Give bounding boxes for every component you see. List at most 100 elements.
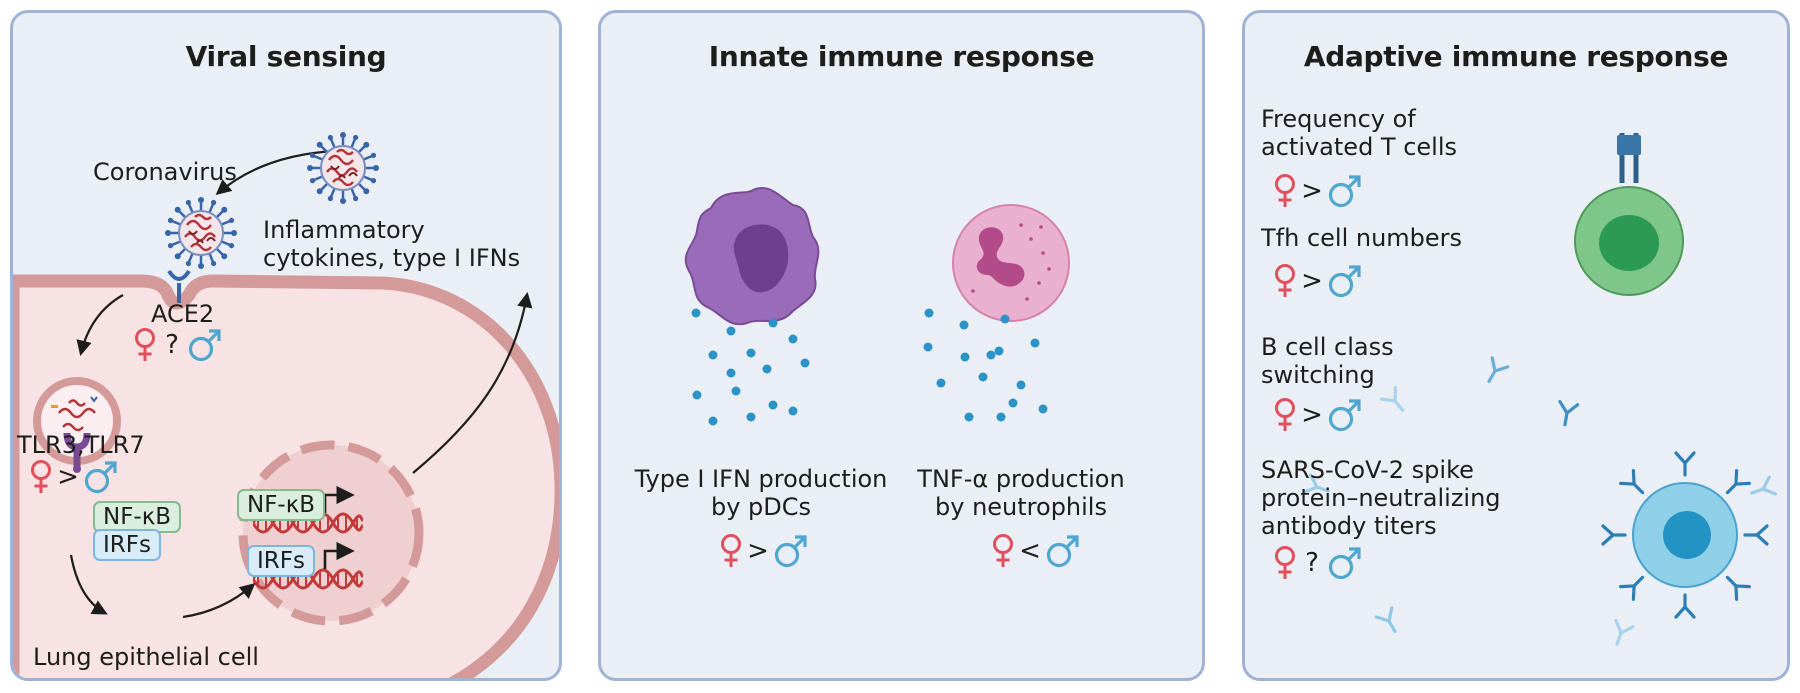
cell-label: Lung epithelial cell	[33, 643, 259, 671]
male-symbol-icon	[1327, 263, 1363, 299]
cytokine-dot	[788, 334, 798, 344]
cytokine-dot	[960, 352, 970, 362]
comparison-sign: ?	[165, 330, 179, 360]
antibody-icon	[1606, 618, 1635, 649]
antibody-icon	[1380, 385, 1412, 418]
nfkb-tag: NF-κB	[93, 501, 182, 533]
nucleus-irfs-tag: IRFs	[247, 545, 315, 577]
pdc-label-line2: by pDCs	[710, 493, 812, 521]
tfh-line1: Tfh cell numbers	[1261, 224, 1463, 252]
ace2-label: ACE2	[151, 300, 215, 328]
cytokine-dot	[936, 378, 946, 388]
cytokine-dot	[800, 358, 810, 368]
ifn-dots	[691, 308, 810, 426]
cytokine-dot	[978, 372, 988, 382]
male-symbol-icon	[773, 533, 809, 569]
cytokine-dot	[924, 308, 934, 318]
tlr-label: TLR3,TLR7	[17, 431, 145, 459]
male-symbol-icon	[1327, 545, 1363, 581]
male-symbol-icon	[187, 327, 223, 363]
female-symbol-icon	[719, 533, 743, 569]
viral-sensing-panel: Viral sensing Coronavirus Inflammatory c…	[10, 10, 562, 681]
cytokine-dot	[996, 412, 1006, 422]
cytokine-dot	[959, 320, 969, 330]
female-symbol-icon	[1273, 263, 1297, 299]
neutrophil-label-line2: by neutrophils	[935, 493, 1107, 521]
male-symbol-icon	[1045, 533, 1081, 569]
cytokine-dot	[731, 386, 741, 396]
cytokine-dot	[788, 406, 798, 416]
comparison-sign: >	[1301, 400, 1323, 430]
tfh-sex-comparison: >	[1273, 263, 1363, 299]
cytokine-dot	[1030, 338, 1040, 348]
neutrophil-icon	[952, 204, 1070, 322]
antibody-icon	[1554, 399, 1580, 428]
tnf-dots	[923, 308, 1048, 422]
comparison-sign: >	[57, 462, 79, 492]
antibody-icon	[1374, 606, 1405, 638]
t-cell-icon	[1574, 133, 1684, 296]
t-freq-sex-comparison: >	[1273, 173, 1363, 209]
viral-sensing-illustration	[13, 130, 559, 678]
comparison-sign: >	[1301, 266, 1323, 296]
male-symbol-icon	[1327, 397, 1363, 433]
male-symbol-icon	[83, 459, 119, 495]
adaptive-immune-panel: Adaptive immune response Frequency of ac…	[1242, 10, 1790, 681]
comparison-sign: ?	[1305, 548, 1319, 578]
panel-title: Innate immune response	[708, 40, 1095, 73]
spike-line2: protein–neutralizing	[1261, 484, 1501, 512]
cytokine-dot	[746, 412, 756, 422]
female-symbol-icon	[991, 533, 1015, 569]
antibody-icon	[1621, 471, 1649, 499]
female-symbol-icon	[1273, 397, 1297, 433]
cytokine-dot	[1000, 314, 1010, 324]
neutrophil-sex-comparison: <	[991, 533, 1081, 569]
neutrophil-label-line1: TNF-α production	[917, 465, 1125, 493]
coronavirus-icon	[305, 130, 381, 206]
antibody-icon	[1621, 571, 1649, 599]
endosome-icon	[33, 377, 121, 473]
coronavirus-label: Coronavirus	[93, 158, 237, 186]
panel-title: Viral sensing	[185, 40, 387, 73]
nucleus-nfkb-tag: NF-κB	[237, 489, 326, 521]
male-symbol-icon	[1327, 173, 1363, 209]
adaptive-illustration	[1302, 133, 1778, 649]
t-freq-line1: Frequency of	[1261, 105, 1416, 133]
cytokine-dot	[768, 318, 778, 328]
cytokine-dot	[726, 368, 736, 378]
cytokine-dot	[986, 350, 996, 360]
panel-title: Adaptive immune response	[1303, 40, 1729, 73]
cytokine-dot	[708, 350, 718, 360]
innate-immune-panel: Innate immune response Type I IFN produc…	[598, 10, 1205, 681]
cytokine-dot	[726, 326, 736, 336]
antibody-icon	[1674, 451, 1696, 477]
coronavirus-icon	[163, 195, 239, 271]
cytokine-dot	[1008, 398, 1018, 408]
t-freq-line2: activated T cells	[1261, 133, 1458, 161]
spike-line1: SARS-CoV-2 spike	[1261, 456, 1474, 484]
antibody-icon	[1721, 571, 1749, 599]
antibody-icon	[1674, 593, 1696, 619]
cytokine-dot	[691, 308, 701, 318]
b-cell-icon	[1601, 451, 1769, 619]
comparison-sign: <	[1019, 536, 1041, 566]
ace2-receptor-icon	[167, 269, 191, 303]
innate-illustration	[684, 186, 1070, 426]
cytokines-label-line2: cytokines, type I IFNs	[263, 244, 521, 272]
bcell-line2: switching	[1261, 361, 1375, 389]
cytokine-dot	[994, 346, 1004, 356]
cytokine-dot	[768, 400, 778, 410]
cytokine-dot	[692, 390, 702, 400]
bcell-sex-comparison: >	[1273, 397, 1363, 433]
spike-line3: antibody titers	[1261, 512, 1437, 540]
pdc-sex-comparison: >	[719, 533, 809, 569]
female-symbol-icon	[29, 459, 53, 495]
cytokines-label-line1: Inflammatory	[263, 216, 425, 244]
antibody-icon	[1601, 524, 1627, 546]
bcell-line1: B cell class	[1261, 333, 1394, 361]
antibody-icon	[1747, 475, 1778, 504]
comparison-sign: >	[1301, 176, 1323, 206]
female-symbol-icon	[1273, 173, 1297, 209]
antibody-icon	[1721, 471, 1749, 499]
female-symbol-icon	[133, 327, 157, 363]
